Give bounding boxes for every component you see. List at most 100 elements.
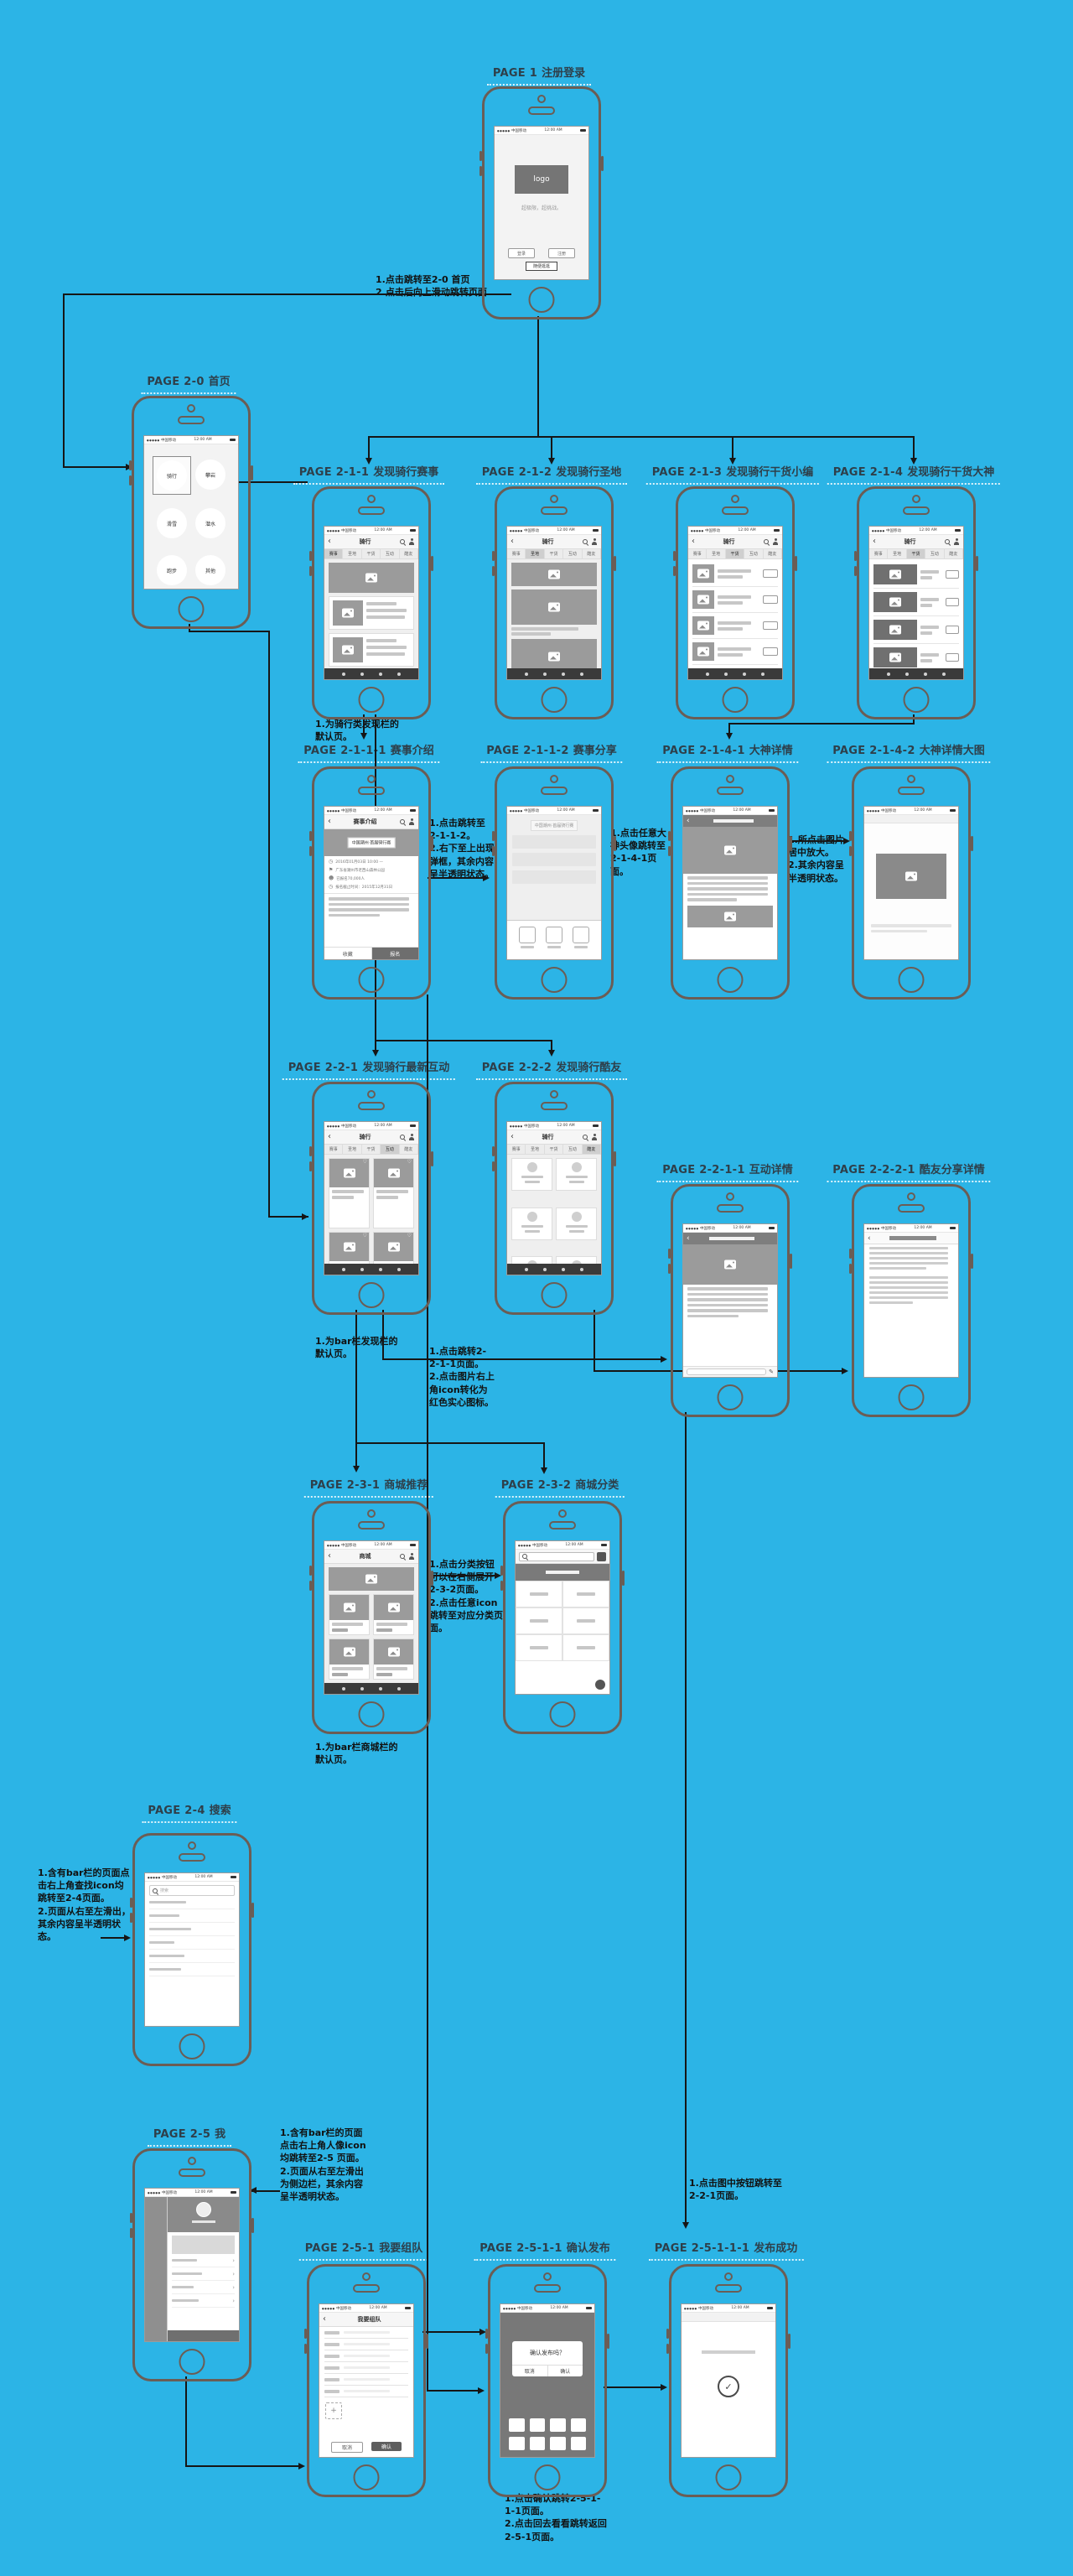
cancel-button[interactable]: 取消 xyxy=(512,2366,548,2376)
bottom-tab-bar[interactable] xyxy=(688,668,782,679)
home-button[interactable] xyxy=(358,967,385,993)
home-button[interactable] xyxy=(549,1701,576,1727)
side-button[interactable] xyxy=(431,1151,433,1166)
tab-3[interactable]: 互动 xyxy=(381,549,400,558)
side-button[interactable] xyxy=(309,1161,312,1171)
side-button[interactable] xyxy=(129,475,132,486)
browse-button[interactable]: 随便逛逛 xyxy=(526,262,557,271)
tab-3[interactable]: 互动 xyxy=(563,549,583,558)
follow-button[interactable] xyxy=(763,621,778,630)
home-button[interactable] xyxy=(179,2033,205,2059)
follow-button[interactable] xyxy=(763,569,778,578)
bottom-tab-bar[interactable] xyxy=(869,668,963,679)
side-button[interactable] xyxy=(309,1566,312,1576)
back-icon[interactable]: ‹ xyxy=(687,817,690,825)
form-row[interactable] xyxy=(324,2327,408,2339)
list-item[interactable] xyxy=(692,639,778,665)
tab-0[interactable]: 赛事 xyxy=(324,1145,344,1154)
home-button[interactable] xyxy=(541,1282,568,1308)
bottom-tab-bar[interactable] xyxy=(324,1683,418,1694)
search-field[interactable] xyxy=(519,1551,594,1561)
tab-3[interactable]: 互动 xyxy=(744,549,764,558)
tab-1[interactable]: 圣地 xyxy=(707,549,726,558)
side-button[interactable] xyxy=(492,551,495,561)
side-button[interactable] xyxy=(500,1566,503,1576)
home-item-4[interactable]: 跑步 xyxy=(153,552,190,589)
tab-1[interactable]: 圣地 xyxy=(343,549,362,558)
fab-button[interactable] xyxy=(595,1680,605,1690)
profile-card[interactable] xyxy=(556,1207,597,1240)
share-target[interactable] xyxy=(546,927,562,948)
category-cell[interactable] xyxy=(516,1634,562,1661)
search-history-row[interactable] xyxy=(149,1896,235,1909)
home-button[interactable] xyxy=(715,2464,742,2490)
side-button[interactable] xyxy=(309,1146,312,1156)
side-button[interactable] xyxy=(976,556,978,571)
banner-image[interactable] xyxy=(511,563,597,586)
side-button[interactable] xyxy=(666,2344,669,2354)
follow-button[interactable] xyxy=(946,653,959,662)
home-button[interactable] xyxy=(898,967,925,993)
tab-1[interactable]: 圣地 xyxy=(888,549,907,558)
form-row[interactable] xyxy=(324,2374,408,2386)
side-button[interactable] xyxy=(849,846,852,856)
home-button[interactable] xyxy=(358,1282,385,1308)
menu-item[interactable]: › xyxy=(172,2294,235,2308)
home-button[interactable] xyxy=(179,2349,205,2375)
login-button[interactable]: 登录 xyxy=(508,248,535,258)
share-app-icon[interactable] xyxy=(550,2418,566,2432)
avatar[interactable] xyxy=(195,2202,211,2217)
tab-2[interactable]: 干货 xyxy=(725,549,745,558)
tab-0[interactable]: 赛事 xyxy=(869,549,889,558)
list-item[interactable] xyxy=(692,561,778,587)
search-icon[interactable] xyxy=(582,1134,588,1140)
form-row[interactable] xyxy=(324,2350,408,2362)
side-button[interactable] xyxy=(668,1264,671,1274)
list-item[interactable] xyxy=(873,589,959,616)
mall-banner[interactable] xyxy=(329,1567,414,1591)
side-button[interactable] xyxy=(309,566,312,576)
side-button[interactable] xyxy=(129,460,132,470)
tab-2[interactable]: 干货 xyxy=(362,1145,381,1154)
tab-1[interactable]: 圣地 xyxy=(526,1145,545,1154)
search-history-row[interactable] xyxy=(149,1923,235,1936)
compose-icon[interactable]: ✎ xyxy=(769,1368,774,1375)
interaction-card[interactable]: ♡ xyxy=(373,1232,414,1275)
category-cell[interactable] xyxy=(562,1607,609,1634)
side-button[interactable] xyxy=(492,1146,495,1156)
list-item[interactable] xyxy=(873,616,959,644)
profile-card[interactable] xyxy=(511,1207,552,1240)
tab-4[interactable]: 酷友 xyxy=(945,549,963,558)
tab-1[interactable]: 圣地 xyxy=(526,549,545,558)
back-icon[interactable]: ‹ xyxy=(873,537,876,546)
side-button[interactable] xyxy=(309,831,312,841)
side-button[interactable] xyxy=(130,2213,132,2223)
home-button[interactable] xyxy=(898,1384,925,1410)
heart-icon[interactable]: ♡ xyxy=(407,1233,412,1239)
post-image[interactable] xyxy=(683,1244,777,1285)
home-item-3[interactable]: 潜水 xyxy=(192,505,229,542)
home-button[interactable] xyxy=(717,1384,744,1410)
share-target[interactable] xyxy=(573,927,589,948)
side-button[interactable] xyxy=(309,1581,312,1591)
side-button[interactable] xyxy=(426,2334,428,2349)
tab-3[interactable]: 互动 xyxy=(925,549,945,558)
share-app-icon[interactable] xyxy=(570,2418,586,2432)
tab-2[interactable]: 干货 xyxy=(906,549,926,558)
home-button[interactable] xyxy=(717,967,744,993)
feed-card[interactable] xyxy=(329,596,414,630)
side-button[interactable] xyxy=(601,156,604,171)
side-button[interactable] xyxy=(492,831,495,841)
back-icon[interactable]: ‹ xyxy=(511,1132,514,1141)
form-row[interactable] xyxy=(324,2339,408,2350)
home-button[interactable] xyxy=(541,967,568,993)
share-app-icon[interactable] xyxy=(509,2437,525,2450)
search-history-row[interactable] xyxy=(149,1963,235,1976)
tab-0[interactable]: 赛事 xyxy=(507,549,526,558)
category-cell[interactable] xyxy=(516,1607,562,1634)
success-check-circle[interactable]: ✓ xyxy=(718,2376,739,2397)
category-cell[interactable] xyxy=(562,1634,609,1661)
user-icon[interactable] xyxy=(408,1553,415,1560)
side-button[interactable] xyxy=(304,2344,307,2354)
side-button[interactable] xyxy=(790,1254,792,1269)
